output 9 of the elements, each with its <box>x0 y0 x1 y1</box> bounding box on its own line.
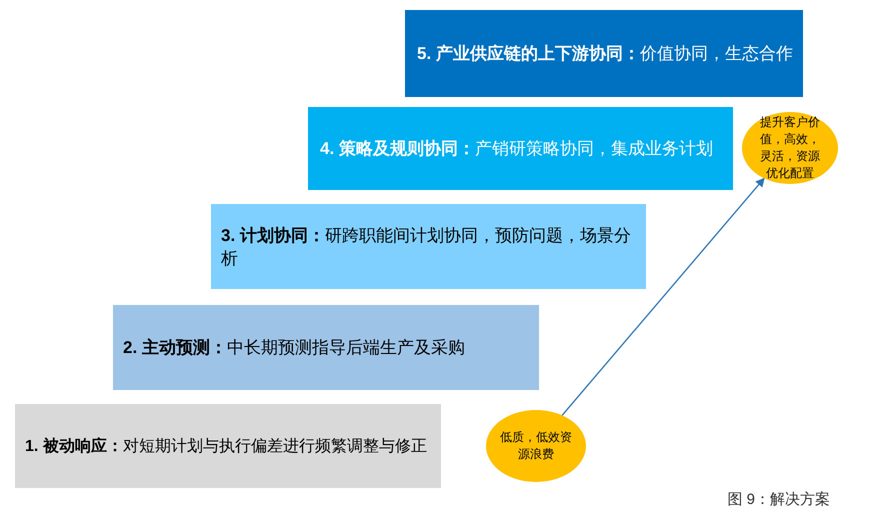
oval-badge: 低质，低效资源浪费 <box>486 410 586 482</box>
step-box: 4. 策略及规则协同：产销研策略协同，集成业务计划 <box>308 107 733 190</box>
step-box: 1. 被动响应：对短期计划与执行偏差进行频繁调整与修正 <box>15 404 441 488</box>
step-box: 5. 产业供应链的上下游协同：价值协同，生态合作 <box>405 10 803 97</box>
oval-badge: 提升客户价值，高效，灵活，资源优化配置 <box>742 112 838 184</box>
caption: 图 9：解决方案 <box>727 490 830 509</box>
arrow <box>562 178 765 416</box>
step-box: 2. 主动预测：中长期预测指导后端生产及采购 <box>113 305 539 390</box>
step-box: 3. 计划协同：研跨职能间计划协同，预防问题，场景分析 <box>211 204 646 289</box>
